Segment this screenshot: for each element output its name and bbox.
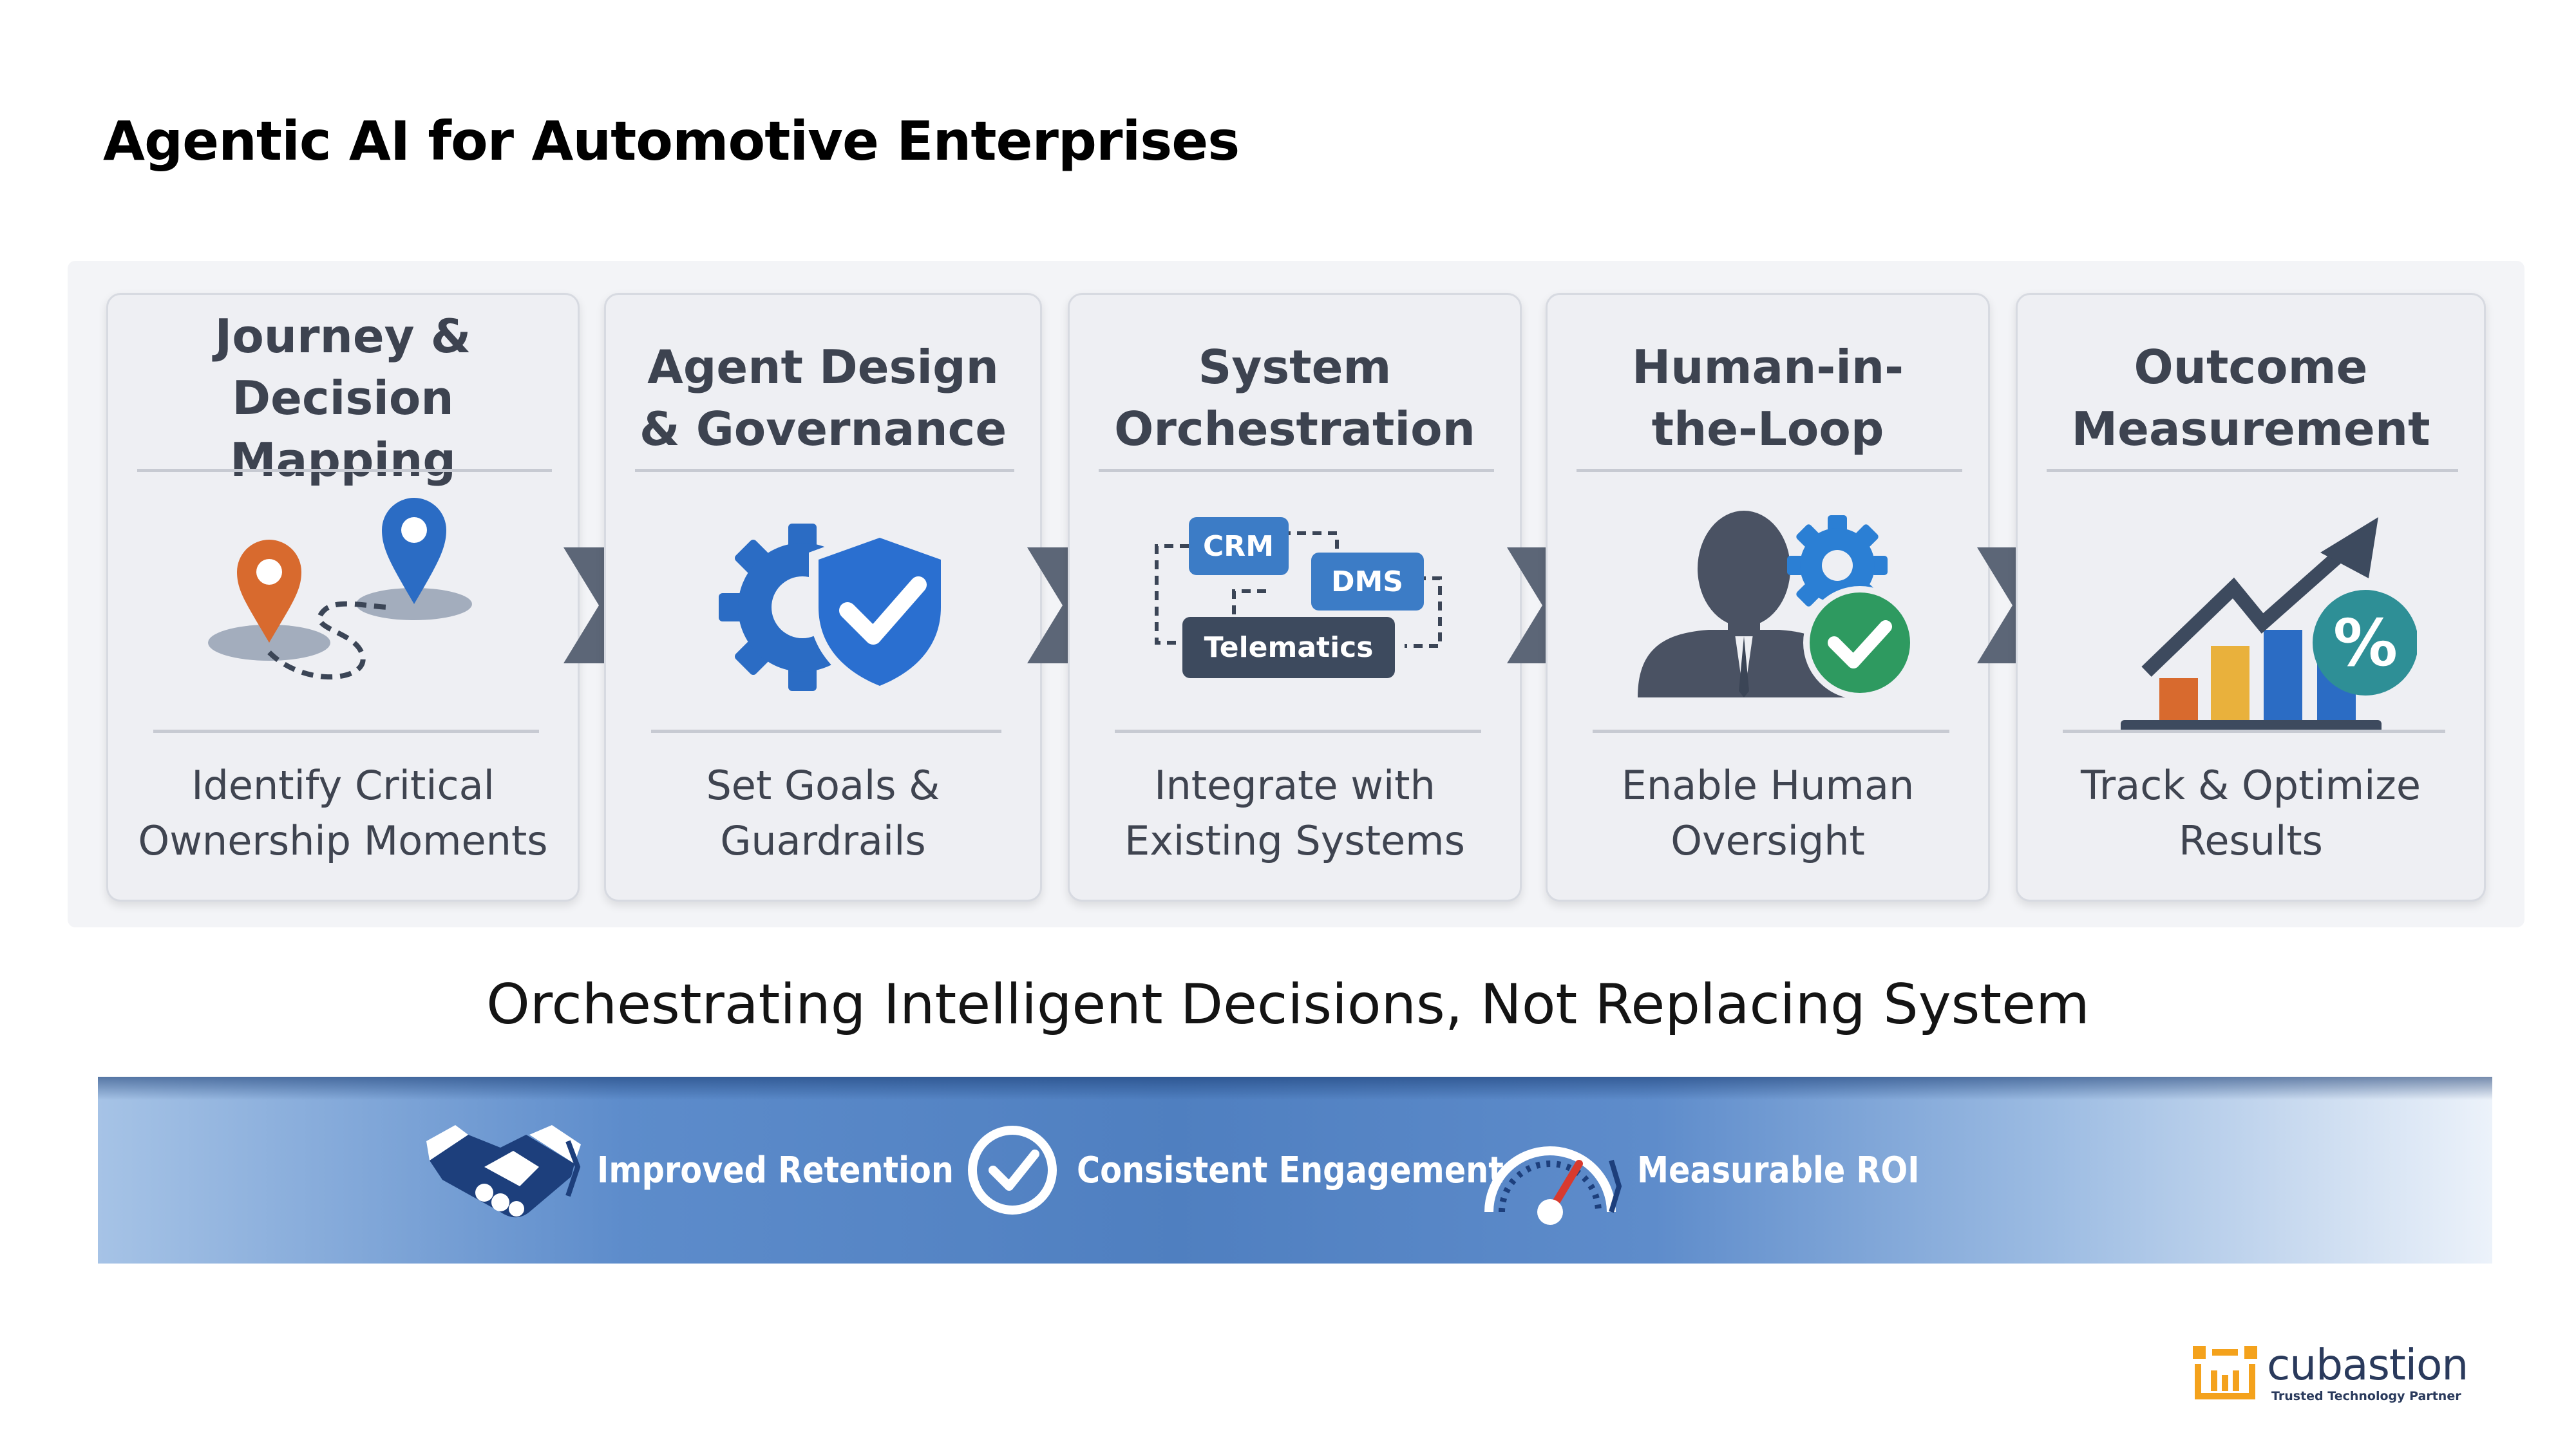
step-card-journey-mapping: Journey & Decision Mapping Identify Crit… — [106, 293, 580, 902]
divider — [1115, 730, 1481, 733]
step-description: Integrate with Existing Systems — [1124, 762, 1465, 864]
system-integration-icon: CRM DMS Telematics — [1155, 517, 1442, 678]
brand-name: cubastion — [2267, 1340, 2468, 1390]
benefit-measurable-roi: Measurable ROI — [1476, 1077, 1958, 1264]
step-description: Identify Critical Ownership Moments — [138, 762, 548, 864]
handshake-icon — [426, 1125, 581, 1218]
step-card-system-orchestration: System Orchestration CRM DMS Telematics … — [1068, 293, 1522, 902]
step-card-agent-design: Agent Design & Governance Set Goals & Gu… — [604, 293, 1042, 902]
step-title: Human-in- the-Loop — [1631, 340, 1904, 456]
divider — [153, 730, 539, 733]
tagline: Orchestrating Intelligent Decisions, Not… — [486, 972, 2090, 1037]
system-label-dms: DMS — [1331, 565, 1403, 598]
divider — [1577, 469, 1962, 472]
step-description: Set Goals & Guardrails — [706, 762, 940, 864]
divider — [2047, 469, 2458, 472]
benefit-improved-retention: Improved Retention — [423, 1077, 1002, 1264]
person-gear-check-icon — [1638, 511, 1917, 699]
benefits-banner: Improved Retention Consistent Engagement… — [98, 1077, 2492, 1264]
check-circle-icon — [968, 1126, 1057, 1215]
system-label-telematics: Telematics — [1204, 631, 1374, 664]
benefit-consistent-engagement: Consistent Engagement — [961, 1077, 1562, 1264]
page-title: Agentic AI for Automotive Enterprises — [103, 109, 1240, 173]
step-description: Enable Human Oversight — [1621, 762, 1915, 864]
step-title: System Orchestration — [1114, 340, 1475, 456]
step-card-outcome-measurement: Outcome Measurement % Track & Optimize R… — [2016, 293, 2486, 902]
step-title: Journey & Decision Mapping — [214, 309, 471, 487]
benefit-label: Improved Retention — [597, 1149, 954, 1191]
cubastion-logo-mark — [2193, 1346, 2257, 1399]
divider — [635, 469, 1014, 472]
divider — [2063, 730, 2445, 733]
growth-chart-percent-icon: % — [2121, 517, 2417, 730]
svg-text:%: % — [2333, 605, 2398, 681]
step-title: Agent Design & Governance — [639, 340, 1007, 456]
divider — [1593, 730, 1949, 733]
brand-logo: cubastion Trusted Technology Partner — [2193, 1340, 2489, 1404]
step-title: Outcome Measurement — [2071, 340, 2430, 456]
divider — [137, 469, 552, 472]
brand-tagline: Trusted Technology Partner — [2271, 1389, 2461, 1403]
system-label-crm: CRM — [1203, 530, 1274, 563]
benefit-label: Consistent Engagement — [1077, 1149, 1504, 1191]
step-description: Track & Optimize Results — [2081, 762, 2421, 864]
map-pin-route-icon — [208, 498, 472, 680]
gear-shield-check-icon — [719, 524, 951, 697]
speedometer-icon — [1484, 1146, 1622, 1225]
step-card-human-in-the-loop: Human-in- the-Loop Enable Human Over — [1546, 293, 1990, 902]
divider — [1099, 469, 1494, 472]
benefit-label: Measurable ROI — [1637, 1149, 1920, 1191]
divider — [651, 730, 1001, 733]
